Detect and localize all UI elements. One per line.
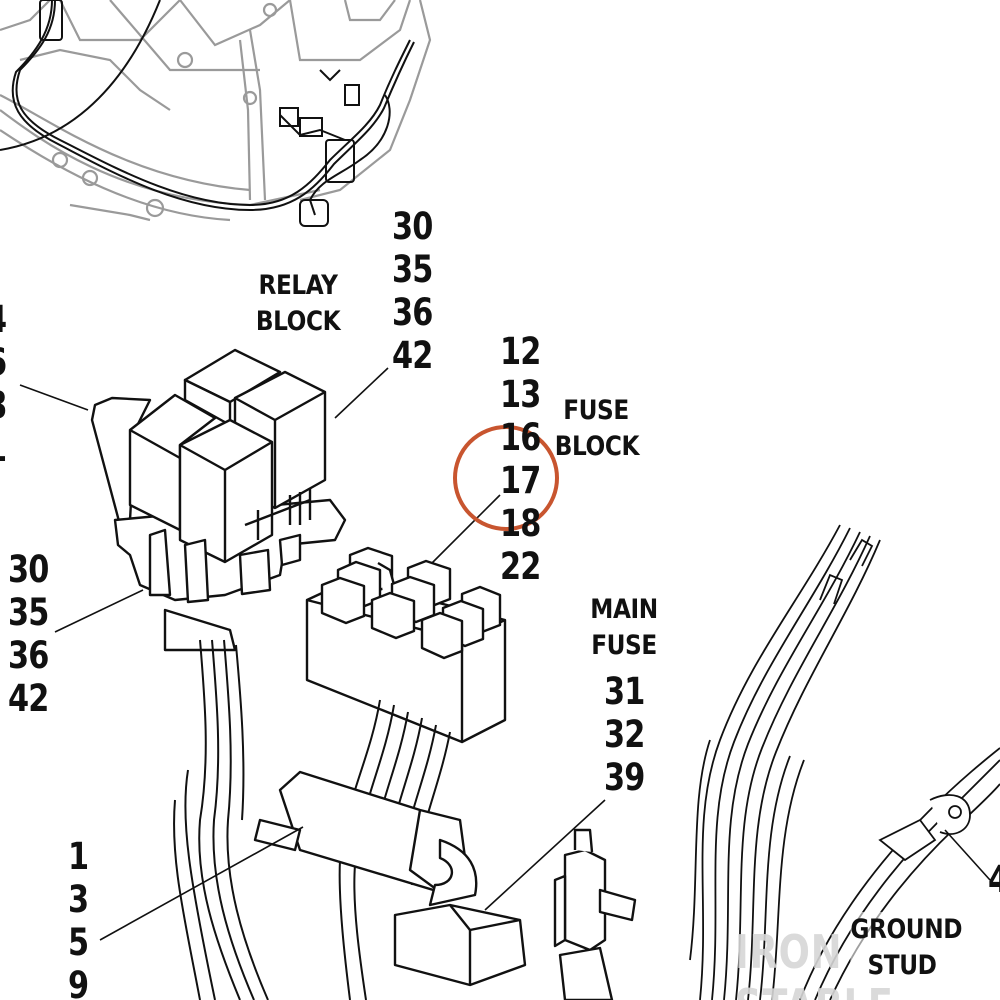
callout-number: 42 [8,677,49,720]
callout-number: 4 [988,858,1000,901]
main-fuse-label-line2: FUSE [591,630,657,661]
callout-number: 36 [392,291,433,334]
watermark: IRON STABLE [735,925,893,1000]
fuse-block-drawing [305,546,507,744]
callout-number: 39 [604,756,645,799]
callout-number: 16 [500,416,541,459]
callout-number: 1 [0,427,7,470]
fuse-block-label: FUSE BLOCK [554,393,640,465]
bottom-connectors [253,770,637,1000]
callout-number: 13 [500,373,541,416]
main-fuse-label: MAIN FUSE [586,592,662,664]
callout-number: 6 [0,341,7,384]
ground-stud-label: GROUND STUD [850,912,963,984]
callout-number: 31 [604,670,645,713]
callout-number: 3 [68,878,89,921]
callout-number: 35 [8,591,49,634]
right-harness [689,524,1000,1000]
callout-number: 35 [392,248,433,291]
fuse-block-numbers: 12 13 16 17 18 22 [500,330,541,588]
callout-number: 32 [604,713,645,756]
bottom-connector-numbers: 1 3 5 9 [68,835,89,1000]
motorcycle-frame [0,0,432,222]
callout-number: 22 [500,545,541,588]
callout-number: 8 [0,384,7,427]
fuse-block-label-line2: BLOCK [554,431,640,462]
left-relay-connector-numbers: 30 35 36 42 [8,548,49,720]
main-fuse-label-line1: MAIN [590,594,658,625]
callout-number: 36 [8,634,49,677]
callout-number: 30 [8,548,49,591]
callout-number: 1 [68,835,89,878]
right-edge-numbers: 4 [988,858,1000,901]
fuse-block-label-line1: FUSE [563,395,629,426]
callout-number: 12 [500,330,541,373]
frame-harness [0,0,415,227]
relay-block-label-line1: RELAY [258,270,338,301]
relay-block-label-line2: BLOCK [255,306,341,337]
relay-block-top-numbers: 30 35 36 42 [392,205,433,377]
ground-stud-label-line1: GROUND [850,914,963,945]
ground-stud-label-line2: STUD [867,950,937,981]
callout-number: 5 [68,921,89,964]
main-fuse-numbers: 31 32 39 [604,670,645,799]
callout-number: 4 [0,298,7,341]
callout-number: 18 [500,502,541,545]
highlight-circle [453,425,559,531]
callout-number: 9 [68,964,89,1000]
left-edge-numbers: 4 6 8 1 [0,298,7,470]
callout-number: 17 [500,459,541,502]
relay-block-label: RELAY BLOCK [255,268,341,340]
leader-lines [19,367,991,941]
relay-block-drawing [90,348,347,652]
callout-number: 30 [392,205,433,248]
callout-number: 42 [392,334,433,377]
